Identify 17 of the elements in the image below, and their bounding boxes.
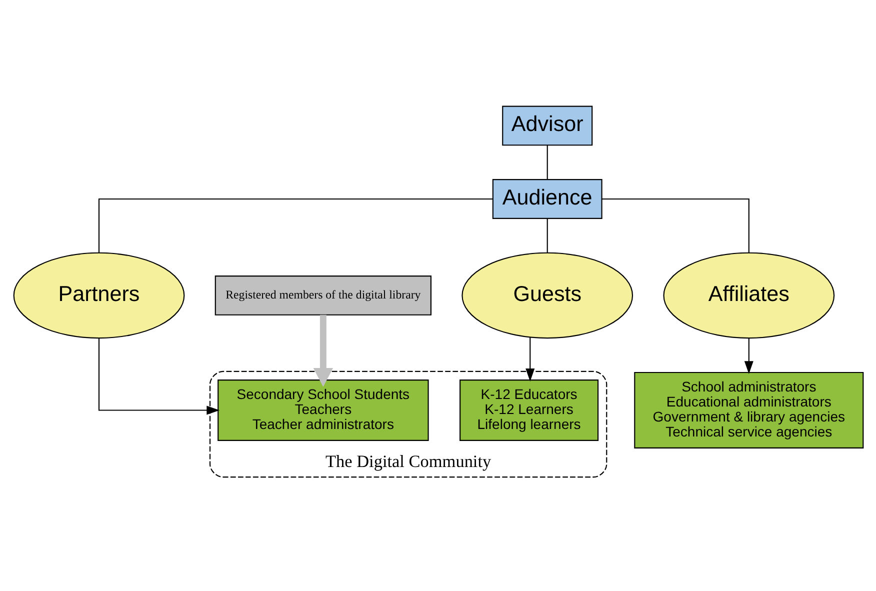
arrow [525, 336, 534, 381]
node-box: Audience [492, 178, 602, 218]
node-ellipse: Guests [461, 252, 633, 338]
arrow [312, 314, 333, 386]
node-box: K-12 Educators K-12 Learners Lifelong learners [459, 379, 598, 440]
node-box: Secondary School Students Teachers Teacher administrators [217, 379, 428, 440]
connector [546, 218, 548, 252]
node-ellipse: Affiliates [662, 252, 834, 338]
connector [98, 198, 492, 252]
node-box: Registered members of the digital library [214, 275, 431, 315]
node-box: Advisor [502, 105, 592, 146]
arrow [98, 338, 220, 414]
arrow [744, 338, 753, 374]
node-box: School administrators Educational administrators Government & library agencies Technical service agencies [634, 371, 864, 448]
connector [601, 198, 749, 252]
node-ellipse: Partners [12, 252, 184, 338]
connector [546, 144, 548, 179]
